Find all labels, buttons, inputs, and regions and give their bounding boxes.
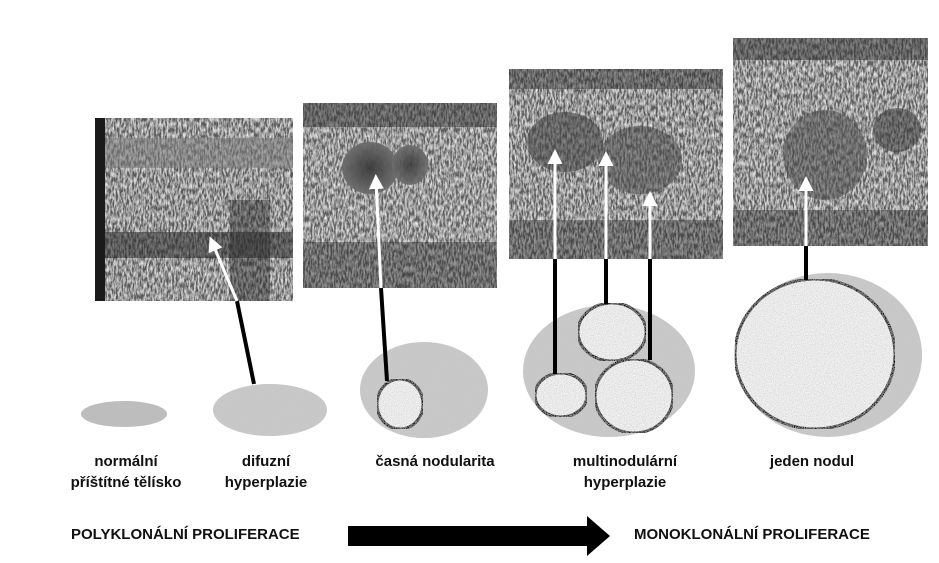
stage-label-multinodular-line2: hyperplazie — [550, 472, 700, 493]
stage-label-normal-line2: příštítné tělísko — [46, 472, 206, 493]
stage-label-early-line1: časná nodularita — [350, 451, 520, 472]
ultrasound-image-multinodular — [509, 69, 723, 259]
stage-label-diffuse-line1: difuzní — [200, 451, 332, 472]
nodule-right — [595, 359, 673, 433]
polyclonal-label: POLYKLONÁLNÍ PROLIFERACE — [71, 526, 300, 543]
stage-label-normal-line1: normální — [46, 451, 206, 472]
monoclonal-label: MONOKLONÁLNÍ PROLIFERACE — [634, 526, 870, 543]
stage-label-diffuse: difuzní hyperplazie — [200, 451, 332, 493]
normal-gland-shape — [81, 401, 167, 427]
nodule-left — [535, 373, 587, 417]
stage-label-normal: normální příštítné tělísko — [46, 451, 206, 493]
diffuse-hyperplasia-shape — [213, 384, 327, 436]
stage-label-multinodular: multinodulární hyperplazie — [550, 451, 700, 493]
ultrasound-image-diffuse — [303, 103, 497, 288]
ultrasound-image-single-nodule — [733, 38, 928, 246]
ultrasound-image-normal — [95, 118, 293, 301]
stage-label-single-line1: jeden nodul — [742, 451, 882, 472]
stage-label-early: časná nodularita — [350, 451, 520, 472]
stage-label-single: jeden nodul — [742, 451, 882, 472]
nodule-top — [578, 303, 646, 361]
progression-arrow — [348, 516, 610, 556]
stage-label-diffuse-line2: hyperplazie — [200, 472, 332, 493]
single-nodule — [735, 279, 895, 429]
early-nodule — [377, 379, 423, 429]
stage-label-multinodular-line1: multinodulární — [550, 451, 700, 472]
